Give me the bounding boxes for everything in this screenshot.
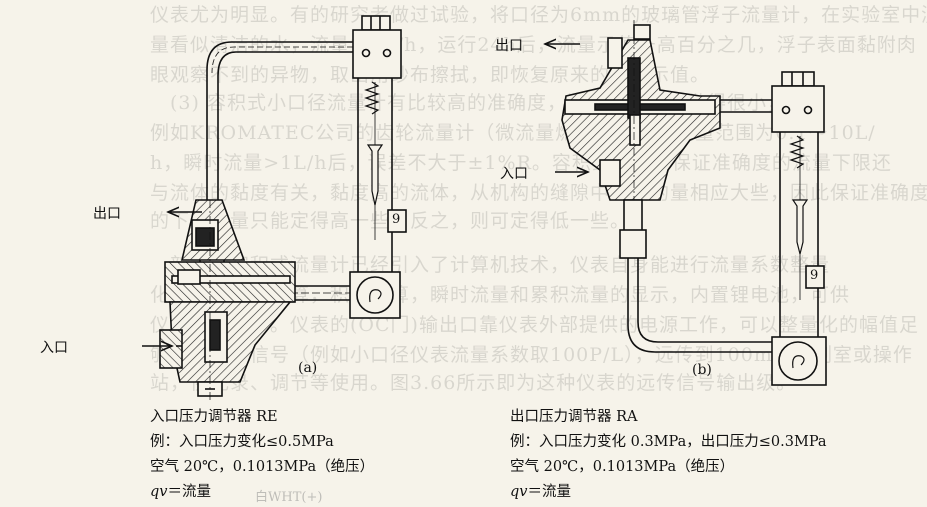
caption-a: 入口压力调节器 RE 例：入口压力变化≤0.5MPa 空气 20℃，0.1013… xyxy=(150,405,374,505)
caption-b-qv: qv＝流量 xyxy=(510,480,827,505)
flowmeter-b xyxy=(771,71,827,386)
bleed-line: h，瞬时流量>1L/h后，误差不大于±1%R。容积式流量计保证准确度的流量下限还 xyxy=(150,152,892,174)
caption-b-title: 出口压力调节器 RA xyxy=(510,409,638,425)
caption-a-example: 例：入口压力变化≤0.5MPa xyxy=(150,434,334,450)
bleed-line: 量看似清洁的水，流量为1L/h，运行24h后，流量示值升高百分之几，浮子表面黏附… xyxy=(150,34,917,56)
float-tag-b: 9 xyxy=(810,268,819,283)
figure-label-b: (b) xyxy=(692,362,712,378)
caption-b-condition: 空气 20℃，0.1013MPa（绝压） xyxy=(510,459,735,475)
bleed-line: 站，供记录、调节等使用。图3.66所示即为这种仪表的远传信号输出级。 xyxy=(150,372,797,394)
caption-b-example: 例：入口压力变化 0.3MPa，出口压力≤0.3MPa xyxy=(510,434,827,450)
qv-text: ＝流量 xyxy=(527,484,571,500)
bleed-line: 仪表运行数年。仪表的(OC门)输出口靠仪表外部提供的电源工作，可以整量化的幅值足 xyxy=(150,314,919,336)
qv-text: ＝流量 xyxy=(167,484,211,500)
outlet-label-a: 出口 xyxy=(93,206,121,222)
bleed-line: 够大的脉冲信号（例如小口径仪表流量系数取100P/L），远传到100m的控制室或… xyxy=(150,344,913,366)
inlet-label-a: 入口 xyxy=(40,340,68,356)
bleed-line: 新型的容积式流量计已经引入了计算机技术，仪表自身能进行流量系数整量 xyxy=(170,254,831,276)
regulator-a xyxy=(142,199,296,400)
qv-symbol: qv xyxy=(510,484,528,500)
figure-label-a: (a) xyxy=(298,360,318,376)
caption-b: 出口压力调节器 RA 例：入口压力变化 0.3MPa，出口压力≤0.3MPa 空… xyxy=(510,405,827,505)
caption-a-qv: qv＝流量 xyxy=(150,480,374,505)
bleed-line: 与流体的黏度有关，黏度高的流体，从机构的缝隙中泄漏的量相应大些，因此保证准确度 xyxy=(150,182,927,204)
regulator-b xyxy=(545,20,772,353)
faint-bleed-label: 白WHT(+) xyxy=(255,490,323,505)
qv-symbol: qv xyxy=(150,484,168,500)
bleed-line: 眼观察不到的异物，取出用纱布擦拭，即恢复原来的流量示值。 xyxy=(150,64,711,86)
float-tag-a: 9 xyxy=(392,212,401,227)
caption-a-title: 入口压力调节器 RE xyxy=(150,409,278,425)
outlet-label-b: 出口 xyxy=(495,38,523,54)
caption-a-condition: 空气 20℃，0.1013MPa（绝压） xyxy=(150,459,375,475)
inlet-label-b: 入口 xyxy=(500,166,528,182)
bleed-line: 仪表尤为明显。有的研究者做过试验，将口径为6mm的玻璃管浮子流量计，在实验室中测 xyxy=(150,4,927,26)
